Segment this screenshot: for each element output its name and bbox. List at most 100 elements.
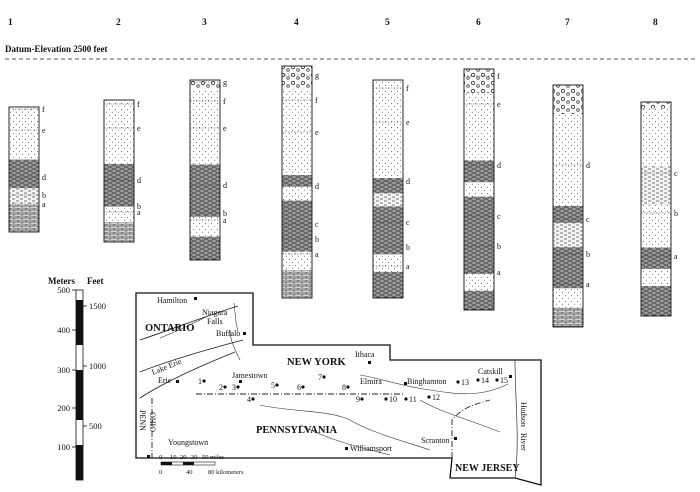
column-2-band-4 [104,222,134,242]
map-city-williamsport: Williamsport [350,444,393,453]
scale-meters-label: Meters [48,276,75,286]
horizon-label-c: c [315,220,319,229]
column-number-6: 6 [476,18,481,28]
column-8-band-1 [641,108,671,167]
map-site-marker [476,378,480,382]
horizon-label-a: a [497,268,501,277]
column-3-band-3 [190,164,220,217]
column-1-band-2 [9,159,39,189]
horizon-label-b: b [223,209,227,218]
horizon-label-g: g [223,78,227,87]
column-4-band-6 [282,251,312,271]
horizon-label-f: f [406,84,409,93]
column-1-band-1 [9,129,39,160]
map-city-buffalo: Buffalo [216,329,240,338]
column-4-band-2 [282,112,312,176]
horizon-label-c: c [497,212,501,221]
map-city-niagara: Niagara [202,308,228,317]
map-city-binghamton: Binghamton [407,377,447,386]
map-region-new-jersey: NEW JERSEY [455,463,520,474]
scale-feet-label: Feet [87,276,103,286]
map-site-marker [275,383,279,387]
map-site-3: 3 [232,383,236,392]
map-site-7: 7 [318,373,322,382]
column-5-band-2 [373,193,403,207]
map-site-marker [223,385,227,389]
map-region-ontario: ONTARIO [145,323,194,334]
horizon-label-c: c [674,169,678,178]
column-8-band-2 [641,166,671,205]
map-scale-km-tick: 80 kilometers [208,469,244,476]
horizon-label-a: a [586,280,590,289]
column-3-band-5 [190,236,220,260]
column-3-band-2 [190,116,220,165]
column-7-band-0 [553,85,583,115]
horizon-label-f: f [315,96,318,105]
column-number-4: 4 [294,18,299,28]
column-7-band-4 [553,247,583,289]
map-site-4: 4 [247,395,251,404]
column-4-band-5 [282,200,312,252]
column-number-8: 8 [653,18,658,28]
scale-feet-tick: 1500 [89,301,106,311]
scale-feet-tick: 500 [89,421,102,431]
map-site-14: 14 [481,376,489,385]
map-site-marker [456,380,460,384]
map-city-youngstown: Youngstown [168,438,208,447]
horizon-label-f: f [223,97,226,106]
column-8-band-3 [641,204,671,248]
horizon-label-a: a [137,208,141,217]
map-city-elmira: Elmira [360,377,382,386]
horizon-label-f: f [497,72,500,81]
horizon-label-b: b [315,235,319,244]
column-2-band-2 [104,163,134,207]
map-site-5: 5 [271,381,275,390]
map-region-pennsylvania: PENNSYLVANIA [256,425,338,436]
map-region-ohio: OHIO [148,412,157,432]
column-6-band-2 [464,160,494,183]
map-site-marker [202,379,206,383]
column-number-5: 5 [385,18,390,28]
column-8-band-5 [641,268,671,287]
column-number-2: 2 [116,18,121,28]
column-number-7: 7 [565,18,570,28]
map-site-6: 6 [297,383,301,392]
column-2-band-1 [104,128,134,164]
horizon-label-a: a [315,250,319,259]
map-city-ithaca: Ithaca [355,350,375,359]
column-6-band-3 [464,182,494,197]
map-site-13: 13 [461,378,469,387]
scale-meters-tick: 100 [57,442,70,452]
column-3-band-0 [190,80,220,89]
map-city-hamilton: Hamilton [157,296,187,305]
horizon-label-a: a [223,216,227,225]
map-city-jamestown: Jamestown [232,371,268,380]
horizon-label-b: b [42,191,46,200]
horizon-label-e: e [42,126,46,135]
map-site-1: 1 [198,377,202,386]
horizon-label-a: a [406,262,410,271]
map-city-catskill: Catskill [478,367,504,376]
column-8-band-4 [641,247,671,269]
column-number-3: 3 [202,18,207,28]
map-site-marker [427,395,431,399]
horizon-label-d: d [315,182,319,191]
map-hudson: Hudson [519,402,528,427]
horizon-label-e: e [406,118,410,127]
horizon-label-d: d [406,177,410,186]
column-6-band-6 [464,290,494,310]
map-site-marker [495,378,499,382]
column-8: cba [640,101,678,317]
column-1-band-4 [9,204,39,232]
column-2-band-0 [104,100,134,129]
horizon-label-e: e [315,128,319,137]
column-4-band-1 [282,89,312,113]
map-site-marker [346,385,350,389]
